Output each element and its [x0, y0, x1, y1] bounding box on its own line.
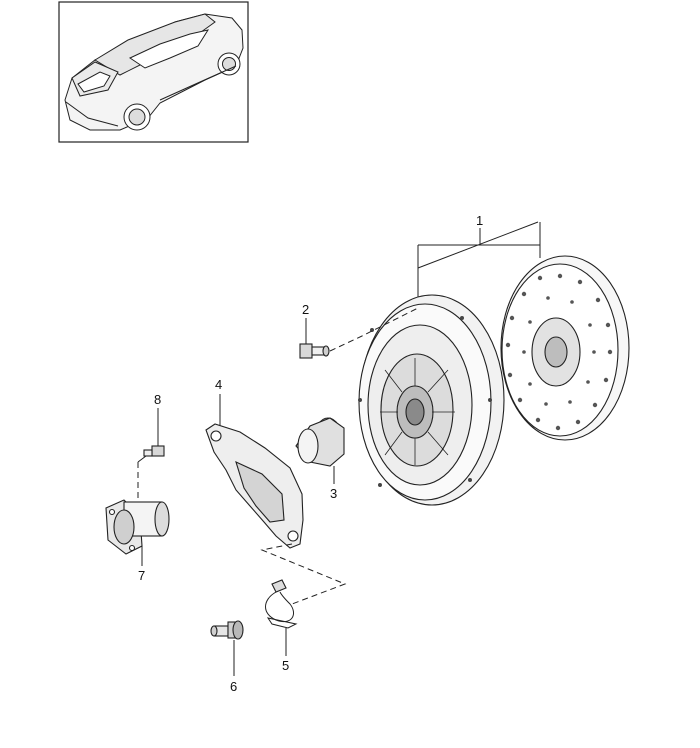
release-fork-part-4 [205, 394, 347, 605]
callout-3: 3 [330, 486, 337, 501]
car-illustration [64, 13, 244, 131]
ball-stud-part-6 [210, 620, 244, 676]
callout-7: 7 [138, 568, 145, 583]
callout-1: 1 [476, 213, 483, 228]
guide-sleeve-part-7 [105, 462, 170, 566]
screw-part-8 [137, 408, 165, 463]
clutch-pressure-plate [358, 294, 505, 506]
release-bearing-part-3 [295, 417, 345, 484]
spring-clip-part-5 [265, 579, 298, 656]
callout-2: 2 [302, 302, 309, 317]
clutch-disc [500, 255, 630, 441]
callout-5: 5 [282, 658, 289, 673]
leader-1 [417, 221, 541, 308]
bolt-part-2 [299, 307, 419, 359]
vehicle-thumbnail [58, 1, 249, 143]
callout-4: 4 [215, 377, 222, 392]
callout-6: 6 [230, 679, 237, 694]
callout-8: 8 [154, 392, 161, 407]
